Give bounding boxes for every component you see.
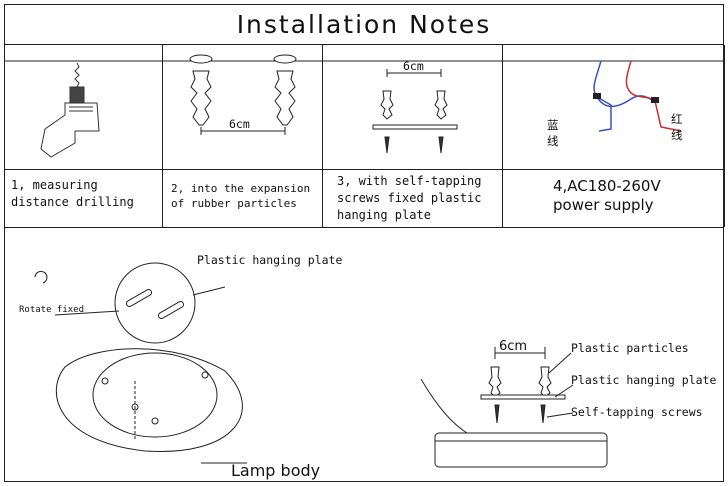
screws-label: Self-tapping screws — [571, 405, 703, 419]
rotate-label: Rotate fixed — [19, 305, 85, 315]
side-install-illustration — [420, 347, 608, 468]
anchors-illustration — [163, 54, 323, 135]
lamp-assembly-illustration — [34, 262, 247, 464]
page-title: Installation Notes — [5, 5, 723, 45]
blue-wire-label: 蓝 线 — [547, 118, 559, 148]
dimension-label: 6cm — [403, 59, 424, 73]
dimension-label: 6cm — [229, 117, 250, 131]
plate-label: Plastic hanging plate — [197, 253, 343, 267]
hanging-plate-label: Plastic hanging plate — [571, 373, 717, 387]
drill-icon — [5, 60, 163, 158]
lamp-label: Lamp body — [231, 461, 321, 480]
wiring-illustration — [503, 60, 725, 132]
particles-label: Plastic particles — [571, 341, 689, 355]
red-wire-label: 红 线 — [671, 112, 683, 142]
dimension-label: 6cm — [499, 339, 528, 354]
screws-plate-illustration — [323, 60, 503, 154]
